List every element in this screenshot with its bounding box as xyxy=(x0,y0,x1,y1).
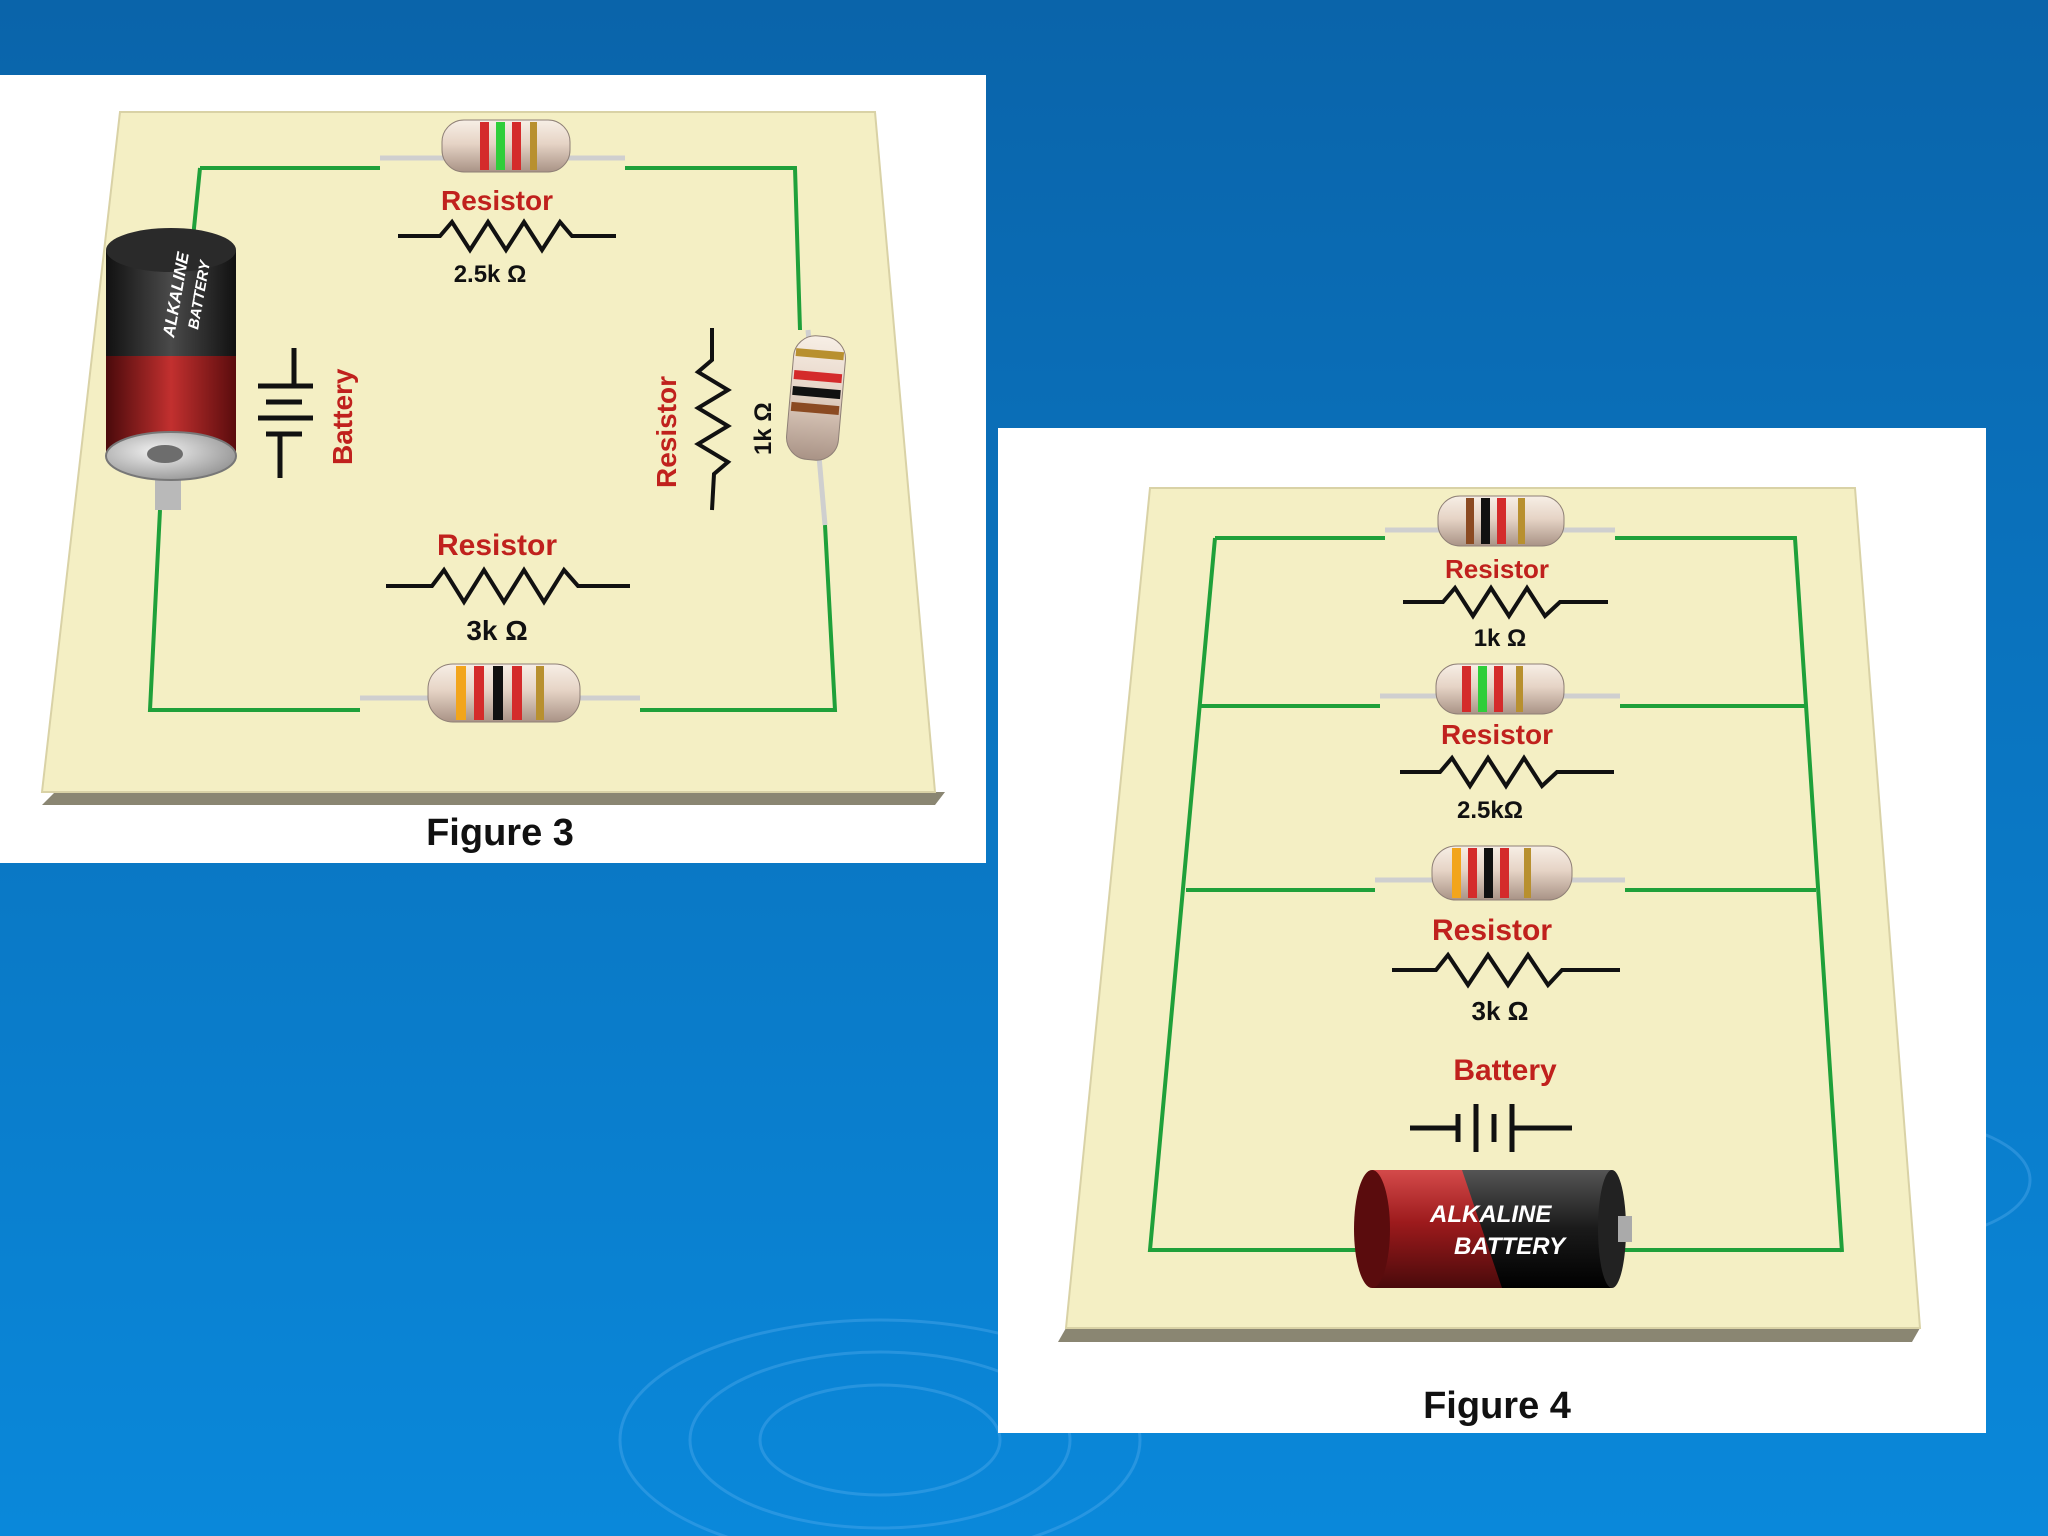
figure-3-wires xyxy=(147,166,838,712)
figure-4-battery-text-line2: BATTERY xyxy=(1454,1233,1567,1260)
figure-3-battery: ALKALINE BATTERY xyxy=(105,228,237,510)
figure-4-battery-label: Battery xyxy=(1453,1054,1557,1087)
figure-4-resistor-lower-value: 3k Ω xyxy=(1472,996,1529,1026)
figure-4-wires xyxy=(1147,536,1844,1253)
figure-3-resistor-top xyxy=(380,119,625,173)
figure-3-resistor-top-value: 2.5k Ω xyxy=(454,261,527,288)
figure-4-resistor-middle-symbol xyxy=(1400,754,1614,790)
figure-4-battery: ALKALINE BATTERY xyxy=(1354,1170,1632,1288)
figure-3-battery-label: Battery xyxy=(327,368,358,465)
figure-3-resistor-right-value: 1k Ω xyxy=(750,402,777,455)
figure-4-battery-symbol xyxy=(1410,1104,1572,1152)
figure-4-board xyxy=(1064,487,1922,1329)
figure-3-resistor-top-symbol xyxy=(398,218,616,254)
figure-4-resistor-lower xyxy=(1375,845,1625,901)
figure-3-resistor-bottom xyxy=(360,663,640,723)
figure-3-battery-symbol xyxy=(258,348,313,478)
figure-4-resistor-middle xyxy=(1380,663,1620,715)
figure-4-caption: Figure 4 xyxy=(1423,1385,1571,1427)
figure-3: Resistor 2.5k Ω ALKALINE BATTERY Battery xyxy=(0,75,986,863)
figure-3-resistor-right xyxy=(786,329,846,526)
figure-4-resistor-lower-label: Resistor xyxy=(1432,914,1552,947)
figure-4-resistor-lower-symbol xyxy=(1392,951,1620,989)
figure-4-resistor-middle-label: Resistor xyxy=(1441,719,1553,750)
figure-3-resistor-bottom-label: Resistor xyxy=(437,529,557,562)
figure-4-battery-text-line1: ALKALINE xyxy=(1429,1201,1552,1228)
figure-3-resistor-right-symbol xyxy=(694,328,732,511)
figure-3-resistor-right-label: Resistor xyxy=(651,376,682,488)
figure-3-resistor-bottom-value: 3k Ω xyxy=(466,615,527,646)
figure-4-resistor-top-label: Resistor xyxy=(1445,554,1549,584)
figure-4-resistor-top xyxy=(1385,495,1615,547)
figure-3-resistor-bottom-symbol xyxy=(386,566,630,606)
figure-4-resistor-top-value: 1k Ω xyxy=(1474,625,1527,652)
figure-3-board xyxy=(40,111,937,793)
figure-3-board-edge xyxy=(42,792,945,805)
figure-4-resistor-middle-value: 2.5kΩ xyxy=(1457,797,1523,824)
figure-4-resistor-top-symbol xyxy=(1403,584,1608,620)
figure-3-resistor-top-label: Resistor xyxy=(441,185,553,216)
figure-4: Resistor 1k Ω Resistor 2.5kΩ Resistor 3k… xyxy=(998,428,1986,1433)
figure-4-board-edge xyxy=(1058,1328,1920,1342)
figure-3-caption: Figure 3 xyxy=(426,812,574,854)
